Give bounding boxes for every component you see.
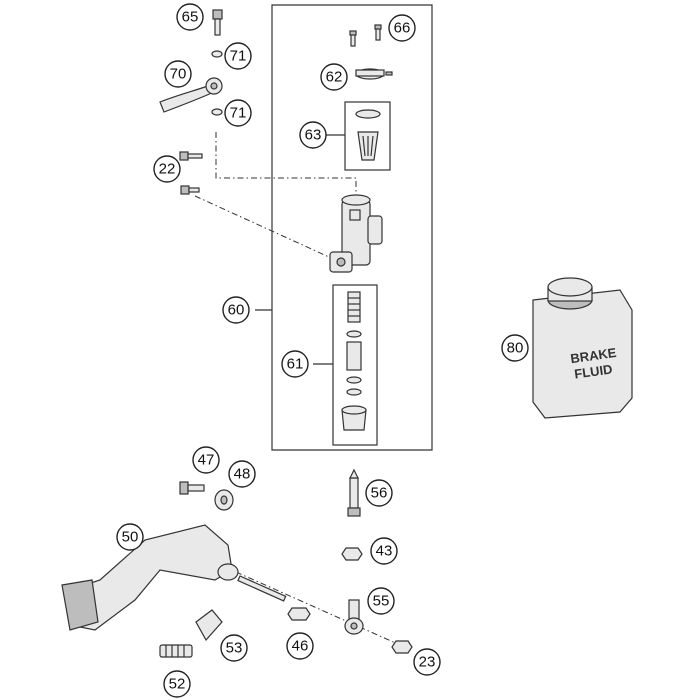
bushing-48	[214, 489, 234, 511]
spring-52	[159, 644, 193, 658]
callout-71-upper: 71	[224, 42, 252, 70]
guide-screw-22	[194, 195, 341, 263]
callout-22: 22	[153, 155, 181, 183]
svg-text:60: 60	[228, 302, 245, 319]
nut-43	[341, 547, 363, 561]
plate-53	[195, 609, 223, 642]
callout-53: 53	[220, 634, 248, 662]
hose-70	[159, 77, 223, 113]
svg-text:71: 71	[230, 105, 247, 122]
svg-text:62: 62	[326, 69, 343, 86]
svg-text:52: 52	[169, 676, 186, 693]
callout-80: 80	[501, 334, 529, 362]
nut-23	[391, 640, 413, 654]
callout-55: 55	[367, 587, 395, 615]
clevis-55	[344, 599, 364, 635]
screw-22	[179, 151, 203, 195]
svg-text:71: 71	[230, 48, 247, 65]
callout-63: 63	[299, 121, 327, 149]
piston-kit-61	[341, 291, 367, 431]
subframe-63	[344, 101, 391, 171]
callout-71-lower: 71	[224, 99, 252, 127]
callout-66: 66	[388, 14, 416, 42]
callout-47: 47	[192, 446, 220, 474]
washer-71-lower	[211, 108, 223, 116]
brake-fluid-can-80: BRAKE FLUID	[532, 277, 633, 419]
callout-70: 70	[164, 60, 192, 88]
svg-text:70: 70	[170, 66, 187, 83]
callout-60: 60	[222, 296, 250, 324]
callout-56: 56	[365, 479, 393, 507]
master-cylinder-body	[329, 194, 383, 273]
banjo-bolt-65	[212, 9, 223, 36]
svg-text:43: 43	[376, 543, 393, 560]
callout-65: 65	[176, 3, 204, 31]
callout-52: 52	[163, 670, 191, 698]
callout-43: 43	[370, 537, 398, 565]
svg-text:22: 22	[159, 161, 176, 178]
svg-text:80: 80	[507, 340, 524, 357]
assembly-frame-60	[271, 4, 433, 451]
callout-62: 62	[320, 63, 348, 91]
pin-47	[179, 481, 205, 495]
fluid-label-line2: FLUID	[573, 361, 613, 381]
subframe-61	[332, 284, 378, 446]
bellows-63	[355, 109, 381, 161]
svg-text:56: 56	[371, 485, 388, 502]
bolt-46	[237, 575, 311, 621]
svg-text:50: 50	[122, 529, 139, 546]
svg-text:53: 53	[226, 640, 243, 657]
screws-66	[349, 24, 382, 47]
svg-text:63: 63	[305, 127, 322, 144]
svg-text:61: 61	[287, 356, 304, 373]
washer-71-upper	[211, 50, 223, 58]
svg-text:47: 47	[198, 452, 215, 469]
cap-62	[355, 68, 393, 80]
svg-text:46: 46	[292, 638, 309, 655]
callout-23: 23	[413, 648, 441, 676]
callout-50: 50	[116, 523, 144, 551]
svg-text:48: 48	[234, 466, 251, 483]
svg-text:65: 65	[182, 9, 199, 26]
fluid-label-line1: BRAKE	[569, 345, 617, 366]
pushrod-56	[347, 468, 361, 517]
guide-hose	[215, 132, 357, 198]
svg-text:66: 66	[394, 20, 411, 37]
guide-pedal	[235, 571, 401, 646]
svg-text:55: 55	[373, 593, 390, 610]
svg-text:23: 23	[419, 654, 436, 671]
callout-48: 48	[228, 460, 256, 488]
callout-46: 46	[286, 632, 314, 660]
callout-61: 61	[281, 350, 309, 378]
